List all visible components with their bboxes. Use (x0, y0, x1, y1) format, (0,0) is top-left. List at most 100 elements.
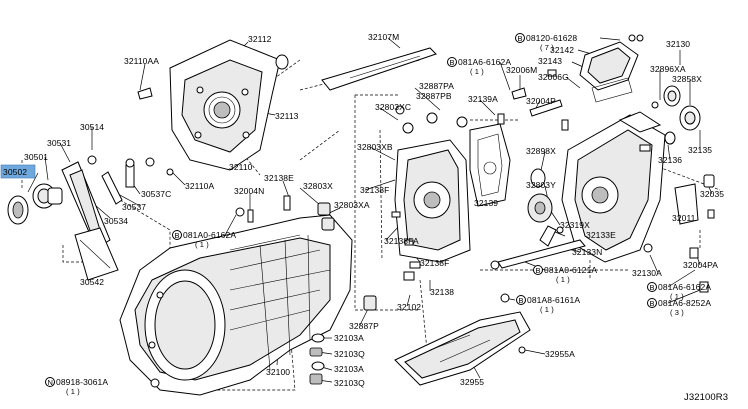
circle-b-text-7: B (519, 296, 524, 305)
callout-32143[interactable]: 32143 (538, 56, 562, 66)
callout-32107M[interactable]: 32107M (368, 32, 399, 42)
callout-32139A[interactable]: 32139A (468, 94, 498, 104)
callout-32006M[interactable]: 32006M (506, 65, 537, 75)
callout-081A6-6162A-top-qty: ( 1 ) (470, 67, 484, 76)
circle-b-text-4: B (536, 266, 541, 275)
callout-08918-3061A[interactable]: 08918-3061A (56, 377, 108, 387)
callout-32896XA[interactable]: 32896XA (650, 64, 686, 74)
callout-32887PA[interactable]: 32887PA (419, 81, 454, 91)
callout-32803X[interactable]: 32803X (303, 181, 333, 191)
callout-32110[interactable]: 32110 (229, 162, 253, 172)
under-cover-drawing (394, 293, 531, 386)
circle-n-marker (45, 377, 55, 387)
callout-32887P[interactable]: 32887P (349, 321, 379, 331)
callout-081A6-6162A-r[interactable]: 081A6-6162A (658, 282, 711, 292)
callout-32004N[interactable]: 32004N (234, 186, 264, 196)
callout-32139[interactable]: 32139 (474, 198, 498, 208)
callout-08120-61628-qty: ( 7 ) (540, 43, 554, 52)
callout-081A0-6162A-qty: ( 1 ) (195, 240, 209, 249)
circle-b-marker-4 (533, 265, 543, 275)
callout-32803XC[interactable]: 32803XC (375, 102, 411, 112)
shift-rod-drawing (321, 47, 437, 91)
callout-081A6-6162A-top[interactable]: 081A6-6162A (458, 57, 511, 67)
callout-081A0-6121A[interactable]: 081A0-6121A (544, 265, 597, 275)
callout-32803XA[interactable]: 32803XA (334, 200, 370, 210)
callout-32138FA[interactable]: 32138FA (384, 236, 419, 246)
callout-32803XB[interactable]: 32803XB (357, 142, 393, 152)
callout-32130[interactable]: 32130 (666, 39, 690, 49)
callout-08120-61628[interactable]: 08120-61628 (526, 33, 577, 43)
callout-30502[interactable]: 30502 (3, 167, 27, 177)
callout-30501[interactable]: 30501 (24, 152, 48, 162)
callout-32100[interactable]: 32100 (266, 367, 290, 377)
shift-linkage-drawing (490, 225, 586, 270)
callout-30537C[interactable]: 30537C (141, 189, 171, 199)
callout-30542[interactable]: 30542 (80, 277, 104, 287)
adapter-plate-drawing (391, 105, 471, 281)
circle-b-marker-2 (447, 57, 457, 67)
callout-32004P[interactable]: 32004P (526, 96, 556, 106)
callout-081A8-6161A-qty: ( 1 ) (540, 305, 554, 314)
callout-32803Y[interactable]: 32803Y (526, 180, 556, 190)
circle-b-text-2: B (450, 58, 455, 67)
callout-32004PA[interactable]: 32004PA (683, 260, 718, 270)
callout-32138F-b[interactable]: 32138F (420, 258, 449, 268)
callout-32110AA[interactable]: 32110AA (124, 56, 159, 66)
callout-081A6-8252A[interactable]: 081A6-8252A (658, 298, 711, 308)
callout-32006G[interactable]: 32006G (538, 72, 569, 82)
release-fork-drawing (61, 155, 119, 281)
callout-32898X[interactable]: 32898X (526, 146, 556, 156)
callout-081A0-6162A[interactable]: 081A0-6162A (183, 230, 236, 240)
callout-30514[interactable]: 30514 (80, 122, 104, 132)
selected-part-highlight (0, 164, 36, 179)
pivot-parts-drawing (101, 157, 174, 205)
callout-32035[interactable]: 32035 (700, 189, 724, 199)
callout-32103A-1[interactable]: 32103A (334, 333, 364, 343)
callout-32136[interactable]: 32136 (658, 155, 682, 165)
callout-081A6-8252A-qty: ( 3 ) (670, 308, 684, 317)
callout-081A6-6162A-r-qty: ( 1 ) (670, 292, 684, 301)
callout-32858X[interactable]: 32858X (672, 74, 702, 84)
callout-32887PB[interactable]: 32887PB (416, 91, 452, 101)
main-housing-drawing (119, 214, 353, 396)
callout-32130A[interactable]: 32130A (632, 268, 662, 278)
callout-32135[interactable]: 32135 (688, 145, 712, 155)
part-callouts: 32110AA 32112 32113 32110 32110A 30514 3… (3, 32, 728, 403)
small-parts-drawing (235, 195, 377, 385)
callout-32133E[interactable]: 32133E (586, 230, 616, 240)
callout-32103Q-1[interactable]: 32103Q (334, 349, 365, 359)
circle-b-text-6: B (650, 299, 655, 308)
circle-b-marker (172, 230, 182, 240)
circle-b-marker-5 (647, 282, 657, 292)
callout-32011[interactable]: 32011 (672, 213, 696, 223)
callout-32110A[interactable]: 32110A (185, 181, 215, 191)
callout-32103Q-2[interactable]: 32103Q (334, 378, 365, 388)
callout-30537[interactable]: 30537 (122, 202, 146, 212)
circle-n-text: N (48, 378, 54, 387)
callout-30531[interactable]: 30531 (47, 138, 71, 148)
callout-32955[interactable]: 32955 (460, 377, 484, 387)
seals-right-drawing (651, 85, 715, 293)
circle-b-marker-3 (515, 33, 525, 43)
callout-08918-3061A-qty: ( 1 ) (66, 387, 80, 396)
circle-b-text-3: B (518, 34, 523, 43)
rear-extension-drawing (561, 111, 666, 263)
circle-b-marker-7 (516, 295, 526, 305)
callout-32142[interactable]: 32142 (550, 45, 574, 55)
inner-bearing-drawing (527, 168, 553, 223)
release-bearing-drawing (7, 183, 63, 225)
callout-30534[interactable]: 30534 (104, 216, 128, 226)
misc-bolts-drawing (497, 34, 653, 253)
callout-32112[interactable]: 32112 (248, 34, 272, 44)
callout-32138E[interactable]: 32138E (264, 173, 294, 183)
circle-b-text: B (175, 231, 180, 240)
callout-32113[interactable]: 32113 (275, 111, 299, 121)
callout-32103A-2[interactable]: 32103A (334, 364, 364, 374)
callout-32138[interactable]: 32138 (430, 287, 454, 297)
callout-32102[interactable]: 32102 (397, 302, 421, 312)
callout-32319X[interactable]: 32319X (560, 220, 590, 230)
callout-32955A[interactable]: 32955A (545, 349, 575, 359)
callout-32133N[interactable]: 32133N (572, 247, 602, 257)
callout-081A8-6161A[interactable]: 081A8-6161A (527, 295, 580, 305)
callout-32138F[interactable]: 32138F (360, 185, 389, 195)
